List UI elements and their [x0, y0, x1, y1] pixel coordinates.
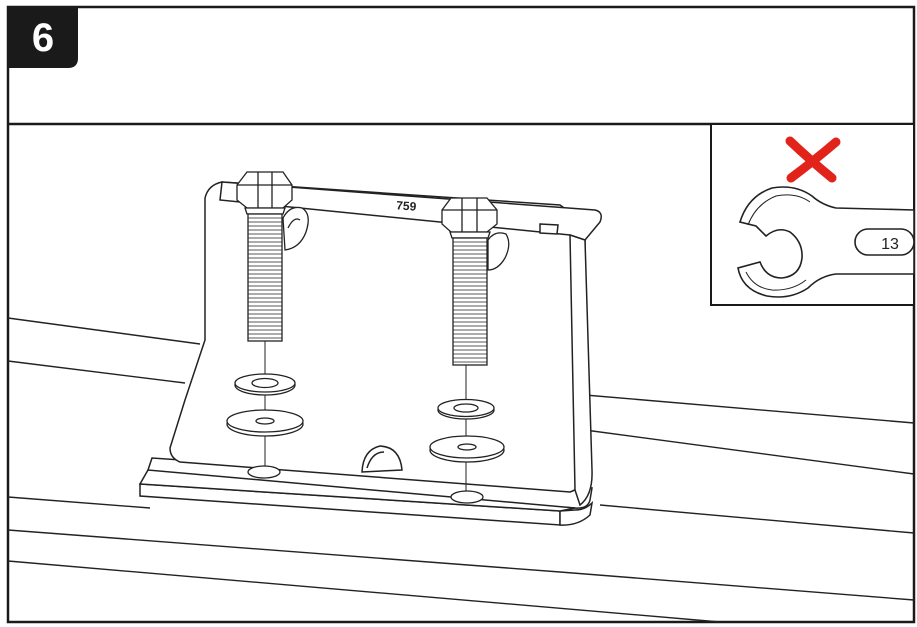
step-number: 6	[32, 16, 54, 60]
assembly-axis-lines	[264, 341, 467, 497]
left-hook	[282, 206, 309, 251]
x-mark-icon	[785, 136, 841, 183]
right-lock-washer	[437, 398, 495, 420]
bracket-plate	[169, 181, 602, 507]
left-lock-washer	[234, 373, 296, 396]
left-bolt-threads	[248, 217, 282, 339]
tool-inset-panel: 13	[710, 123, 915, 306]
wrench-size-label: 13	[881, 236, 899, 253]
right-hook	[487, 232, 510, 271]
part-code: 759	[396, 198, 417, 213]
rail-lines	[7, 317, 915, 623]
right-flat-washer	[429, 435, 505, 463]
right-base-hole	[450, 490, 484, 504]
left-base-hole	[247, 465, 281, 479]
right-bolt	[441, 197, 498, 366]
step-badge: 6	[8, 7, 78, 68]
wrench-icon	[737, 186, 915, 298]
left-bolt	[236, 171, 293, 342]
left-flat-washer	[226, 409, 304, 437]
right-bolt-threads	[453, 241, 487, 363]
